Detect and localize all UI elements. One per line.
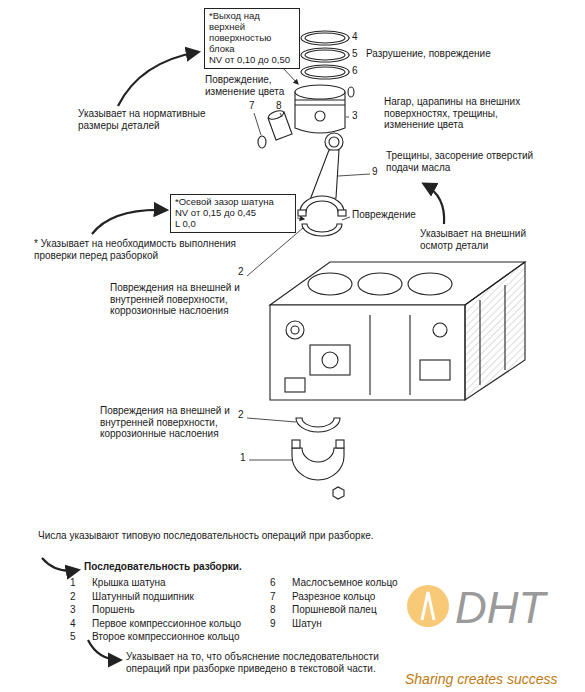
spec-text: NV от 0,15 до 0,45 — [175, 208, 291, 219]
annotation-text: Нагар, царапины на внешних поверхностях,… — [384, 96, 549, 131]
watermark: DHT — [455, 583, 545, 634]
callout-number: 9 — [270, 618, 276, 630]
annotation-text: Повреждение — [352, 209, 416, 221]
annotation-text: * Указывает на необходимость выполнения … — [34, 238, 239, 261]
spec-text: *Осевой зазор шатуна — [175, 197, 291, 208]
annotation-text: Маслосъемное кольцо — [292, 577, 398, 589]
callout-number: 8 — [276, 100, 282, 112]
annotation-text: Шатун — [292, 618, 322, 630]
annotation-text: Поршень — [92, 604, 135, 616]
spec-text: L 0,0 — [175, 219, 291, 230]
callout-number: 8 — [270, 604, 276, 616]
pointer-arrows — [42, 52, 444, 660]
annotation-text: Указывает на внешний осмотр детали — [420, 228, 545, 251]
spec-box: *Выход над верхней поверхностью блокаNV … — [204, 8, 300, 69]
annotation-text: Крышка шатуна — [92, 577, 166, 589]
annotation-text: Разрушение, повреждение — [366, 48, 491, 60]
leader-lines — [247, 38, 370, 460]
callout-number: 1 — [70, 577, 76, 589]
watermark-logo — [407, 585, 449, 627]
piston — [295, 85, 345, 133]
callout-number: 3 — [352, 110, 358, 122]
callout-number: 7 — [270, 591, 276, 603]
circlip — [348, 87, 354, 97]
callout-number: 5 — [352, 48, 358, 60]
spec-box: *Осевой зазор шатунаNV от 0,15 до 0,45L … — [170, 194, 296, 233]
rod-cap — [292, 440, 344, 480]
annotation-text: Повреждения на внешней и внутренней пове… — [100, 405, 235, 440]
callout-number: 6 — [352, 65, 358, 77]
annotation-text: Шатунный подшипник — [92, 591, 194, 603]
callout-number: 5 — [70, 631, 76, 643]
spec-text: *Выход над верхней поверхностью блока — [209, 11, 295, 55]
nut — [333, 487, 344, 499]
callout-number: 1 — [240, 452, 246, 464]
bearing-shell — [302, 224, 342, 236]
annotation-text: Первое компрессионное кольцо — [92, 618, 241, 630]
piston-rings — [301, 31, 349, 79]
annotation-text: Разрезное кольцо — [292, 591, 375, 603]
callout-number: 2 — [70, 591, 76, 603]
annotation-text: Указывает на нормативные размеры деталей — [78, 108, 218, 131]
callout-number: 2 — [238, 409, 244, 421]
annotation-text: Повреждение, изменение цвета — [205, 74, 300, 97]
annotation-text: Указывает на то, что объяснение последов… — [126, 651, 396, 674]
annotation-text: Повреждения на внешней и внутренней пове… — [110, 282, 265, 317]
callout-number: 4 — [70, 618, 76, 630]
annotation-text: Поршневой палец — [292, 604, 377, 616]
callout-number: 9 — [372, 166, 378, 178]
annotation-text: Числа указывают типовую последовательнос… — [38, 530, 508, 542]
watermark: Sharing creates success — [405, 671, 558, 687]
annotation-text: Трещины, засорение отверстий подачи масл… — [386, 150, 566, 173]
annotation-text: Второе компрессионное кольцо — [92, 631, 239, 643]
callout-number: 3 — [70, 604, 76, 616]
cylinder-block — [270, 262, 525, 400]
piston-pin — [267, 109, 292, 140]
callout-number: 6 — [270, 577, 276, 589]
callout-number: 2 — [238, 266, 244, 278]
callout-number: 4 — [352, 31, 358, 43]
callout-number: 7 — [249, 100, 255, 112]
bearing-shell — [296, 418, 340, 432]
annotation-text: Последовательность разборки. — [84, 561, 242, 573]
connecting-rod — [298, 133, 346, 216]
circlip — [258, 136, 266, 148]
spec-text: NV от 0,10 до 0,50 — [209, 55, 295, 66]
